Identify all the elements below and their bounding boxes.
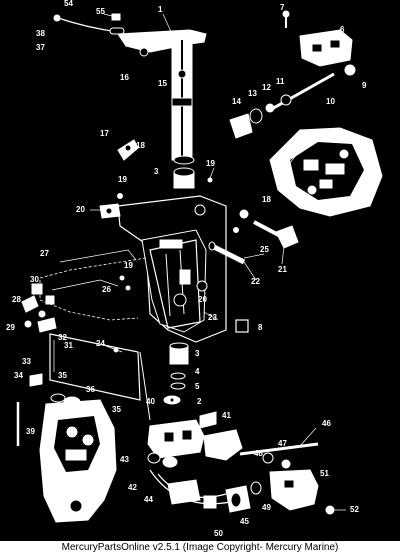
callout-19: 19 (118, 175, 127, 184)
callout-18: 18 (136, 141, 145, 150)
callout-48: 48 (254, 449, 263, 458)
callout-3b: 3 (195, 349, 200, 358)
callout-40: 40 (146, 397, 155, 406)
callout-19c: 19 (124, 261, 133, 270)
callout-35: 35 (58, 371, 67, 380)
callout-18b: 18 (262, 195, 271, 204)
callout-11: 11 (276, 77, 285, 86)
steering-cable-link (53, 13, 125, 35)
clamp-bracket-housing (269, 127, 383, 217)
swivel-pins (99, 139, 249, 219)
callout-50: 50 (214, 529, 223, 538)
callout-43: 43 (120, 455, 129, 464)
bracket-frame-lines (16, 333, 151, 446)
callout-44: 44 (144, 495, 153, 504)
lower-mount-housing (39, 399, 117, 523)
callout-46: 46 (322, 419, 331, 428)
callout-15: 15 (158, 79, 167, 88)
callout-41: 41 (222, 411, 231, 420)
callout-7: 7 (280, 3, 285, 12)
callout-22: 22 (251, 277, 260, 286)
callout-2: 2 (197, 397, 202, 406)
callout-39: 39 (26, 427, 35, 436)
callout-34: 34 (14, 371, 23, 380)
copyright-footer: MercuryPartsOnline v2.5.1 (Image Copyrig… (0, 541, 400, 555)
callout-28: 28 (12, 295, 21, 304)
callout-45: 45 (240, 517, 249, 526)
callout-33: 33 (22, 357, 31, 366)
callout-55: 55 (96, 7, 105, 16)
callout-51: 51 (320, 469, 329, 478)
exploded-parts-diagram: 1 2 3 3 4 5 6 7 8 9 10 11 12 13 14 15 16… (6, 0, 383, 538)
callout-23: 23 (208, 313, 217, 322)
tilt-tubes (113, 220, 299, 353)
callout-27: 27 (40, 249, 49, 258)
callout-16: 16 (120, 73, 129, 82)
lower-mount-block (147, 411, 241, 505)
callout-37: 37 (36, 43, 45, 52)
leader-lines (90, 12, 346, 511)
callout-19b: 19 (206, 159, 215, 168)
callout-3: 3 (154, 167, 159, 176)
callout-1: 1 (158, 5, 163, 14)
callout-38: 38 (36, 29, 45, 38)
callout-52: 52 (350, 505, 359, 514)
callout-4: 4 (195, 367, 200, 376)
callout-30: 30 (30, 275, 39, 284)
lower-bushing-stack (163, 342, 189, 405)
callout-20b: 20 (198, 295, 207, 304)
callout-31: 31 (64, 341, 73, 350)
callout-35b: 35 (112, 405, 121, 414)
callout-54: 54 (64, 0, 73, 8)
callout-6: 6 (340, 25, 345, 34)
callout-29: 29 (6, 323, 15, 332)
callout-9: 9 (362, 81, 367, 90)
callout-10: 10 (326, 97, 335, 106)
spacer-part (235, 319, 249, 333)
footer-text: MercuryPartsOnline v2.5.1 (Image Copyrig… (61, 542, 339, 553)
steering-arm-assembly (117, 29, 207, 161)
transom-bracket-hardware (229, 10, 356, 139)
swivel-bracket (117, 195, 227, 343)
callout-13: 13 (248, 89, 257, 98)
trim-cable-route (21, 249, 147, 333)
callout-5: 5 (195, 382, 200, 391)
callout-42: 42 (128, 483, 137, 492)
callout-25: 25 (260, 245, 269, 254)
callout-12: 12 (262, 83, 271, 92)
callout-49: 49 (262, 503, 271, 512)
callout-26: 26 (102, 285, 111, 294)
lower-bracket-hardware (203, 429, 335, 515)
upper-bushing-stack (173, 155, 195, 189)
callout-47: 47 (278, 439, 287, 448)
callout-14: 14 (232, 97, 241, 106)
callout-8: 8 (258, 323, 263, 332)
callout-17: 17 (100, 129, 109, 138)
callout-24: 24 (96, 339, 105, 348)
callout-32: 32 (58, 333, 67, 342)
callout-36: 36 (86, 385, 95, 394)
callout-20: 20 (76, 205, 85, 214)
callout-21: 21 (278, 265, 287, 274)
callout-labels: 1 2 3 3 4 5 6 7 8 9 10 11 12 13 14 15 16… (6, 0, 367, 538)
